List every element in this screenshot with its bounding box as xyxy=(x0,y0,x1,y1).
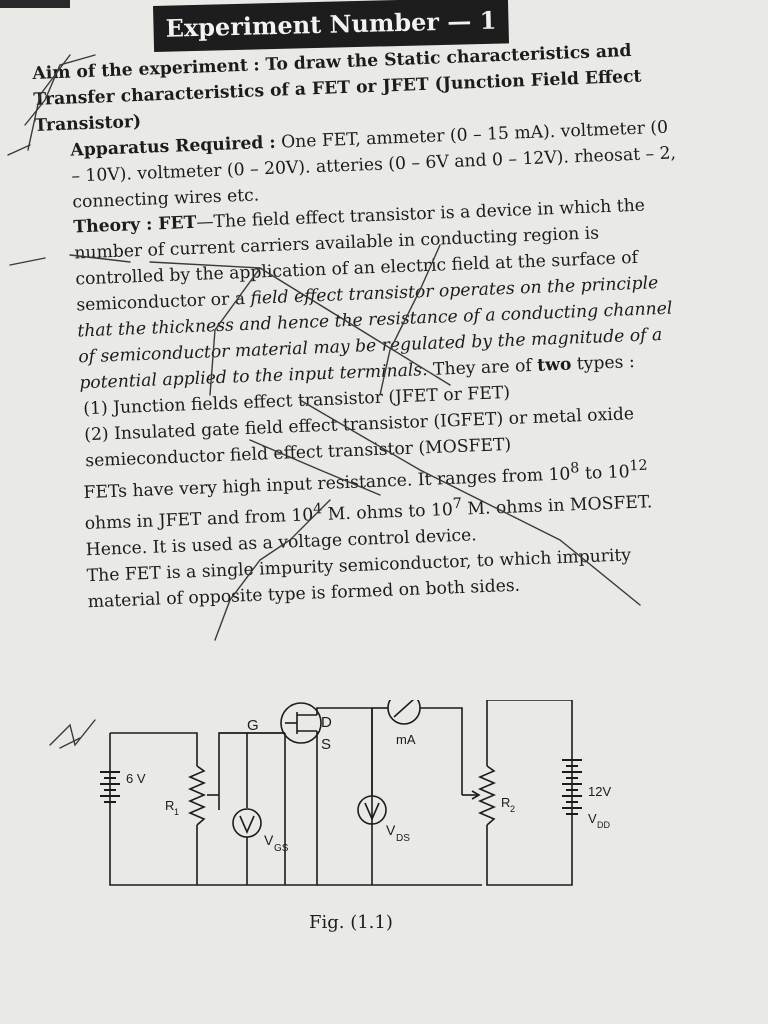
exponent-3: 4 xyxy=(312,501,323,518)
exponent-4: 7 xyxy=(452,495,463,513)
label-vgs-sub: GS xyxy=(274,843,289,854)
label-vdd-sub: DD xyxy=(597,820,610,830)
wire-ma-right xyxy=(420,707,463,795)
resistance-text-2: to 10 xyxy=(584,461,630,484)
aim-label: Aim of the experiment xyxy=(32,55,249,84)
types-intro-1: They are of xyxy=(432,355,533,380)
label-r1-sub: 1 xyxy=(174,807,179,817)
exponent-2: 12 xyxy=(629,457,648,474)
exponent-1: 8 xyxy=(569,459,580,477)
wire-source xyxy=(285,731,318,886)
label-ma: mA xyxy=(396,732,416,747)
label-vds: V xyxy=(386,822,396,838)
resistance-text-3: ohms in JFET and from 10 xyxy=(84,505,314,535)
label-vds-sub: DS xyxy=(396,833,410,844)
battery-6v xyxy=(100,771,120,803)
label-r2: R xyxy=(501,795,510,810)
r2-resistor xyxy=(477,765,497,826)
label-drain: D xyxy=(321,714,332,731)
types-intro-2: types : xyxy=(576,351,636,375)
vds-v-symbol xyxy=(364,802,380,821)
wire-right-loop xyxy=(486,700,573,886)
label-r1: R xyxy=(165,798,174,813)
r1-resistor xyxy=(187,765,207,826)
check-mark-stroke xyxy=(7,144,31,156)
apparatus-label: Apparatus Required : xyxy=(70,132,277,161)
fet-symbol xyxy=(280,702,322,744)
theory-paragraph: Theory : FET—The field effect transistor… xyxy=(38,193,684,399)
document-body: Aim of the experiment : To draw the Stat… xyxy=(32,37,693,617)
wire-left-top xyxy=(110,732,198,766)
ma-ammeter xyxy=(387,700,421,725)
margin-signature xyxy=(59,737,81,749)
fet-terminals xyxy=(297,714,317,732)
experiment-title: Experiment Number — 1 xyxy=(153,0,510,52)
vgs-v-symbol xyxy=(239,815,255,834)
label-gate: G xyxy=(247,717,259,734)
label-12v: 12V xyxy=(588,784,611,799)
label-vgs: V xyxy=(264,832,274,848)
types-intro-bold: two xyxy=(536,354,572,376)
label-r2-sub: 2 xyxy=(510,804,515,814)
r2-wiper-arrow xyxy=(471,790,481,800)
battery-12v xyxy=(562,759,582,815)
wire-gate xyxy=(218,732,285,795)
wire-drain xyxy=(316,707,373,885)
label-vdd: V xyxy=(588,811,597,826)
circuit-diagram: G D S mA 6 V R 1 V GS V DS R 2 12V V DD xyxy=(100,700,611,886)
label-source: S xyxy=(321,736,331,753)
label-6v: 6 V xyxy=(126,771,146,786)
page-corner-shadow xyxy=(0,0,70,8)
margin-signature xyxy=(49,719,96,747)
ma-needle xyxy=(393,700,415,718)
vds-voltmeter xyxy=(357,795,387,825)
theory-label: Theory : FET xyxy=(73,213,197,238)
figure-caption: Fig. (1.1) xyxy=(309,912,393,933)
resistance-text-4: M. ohms to 10 xyxy=(327,500,454,525)
